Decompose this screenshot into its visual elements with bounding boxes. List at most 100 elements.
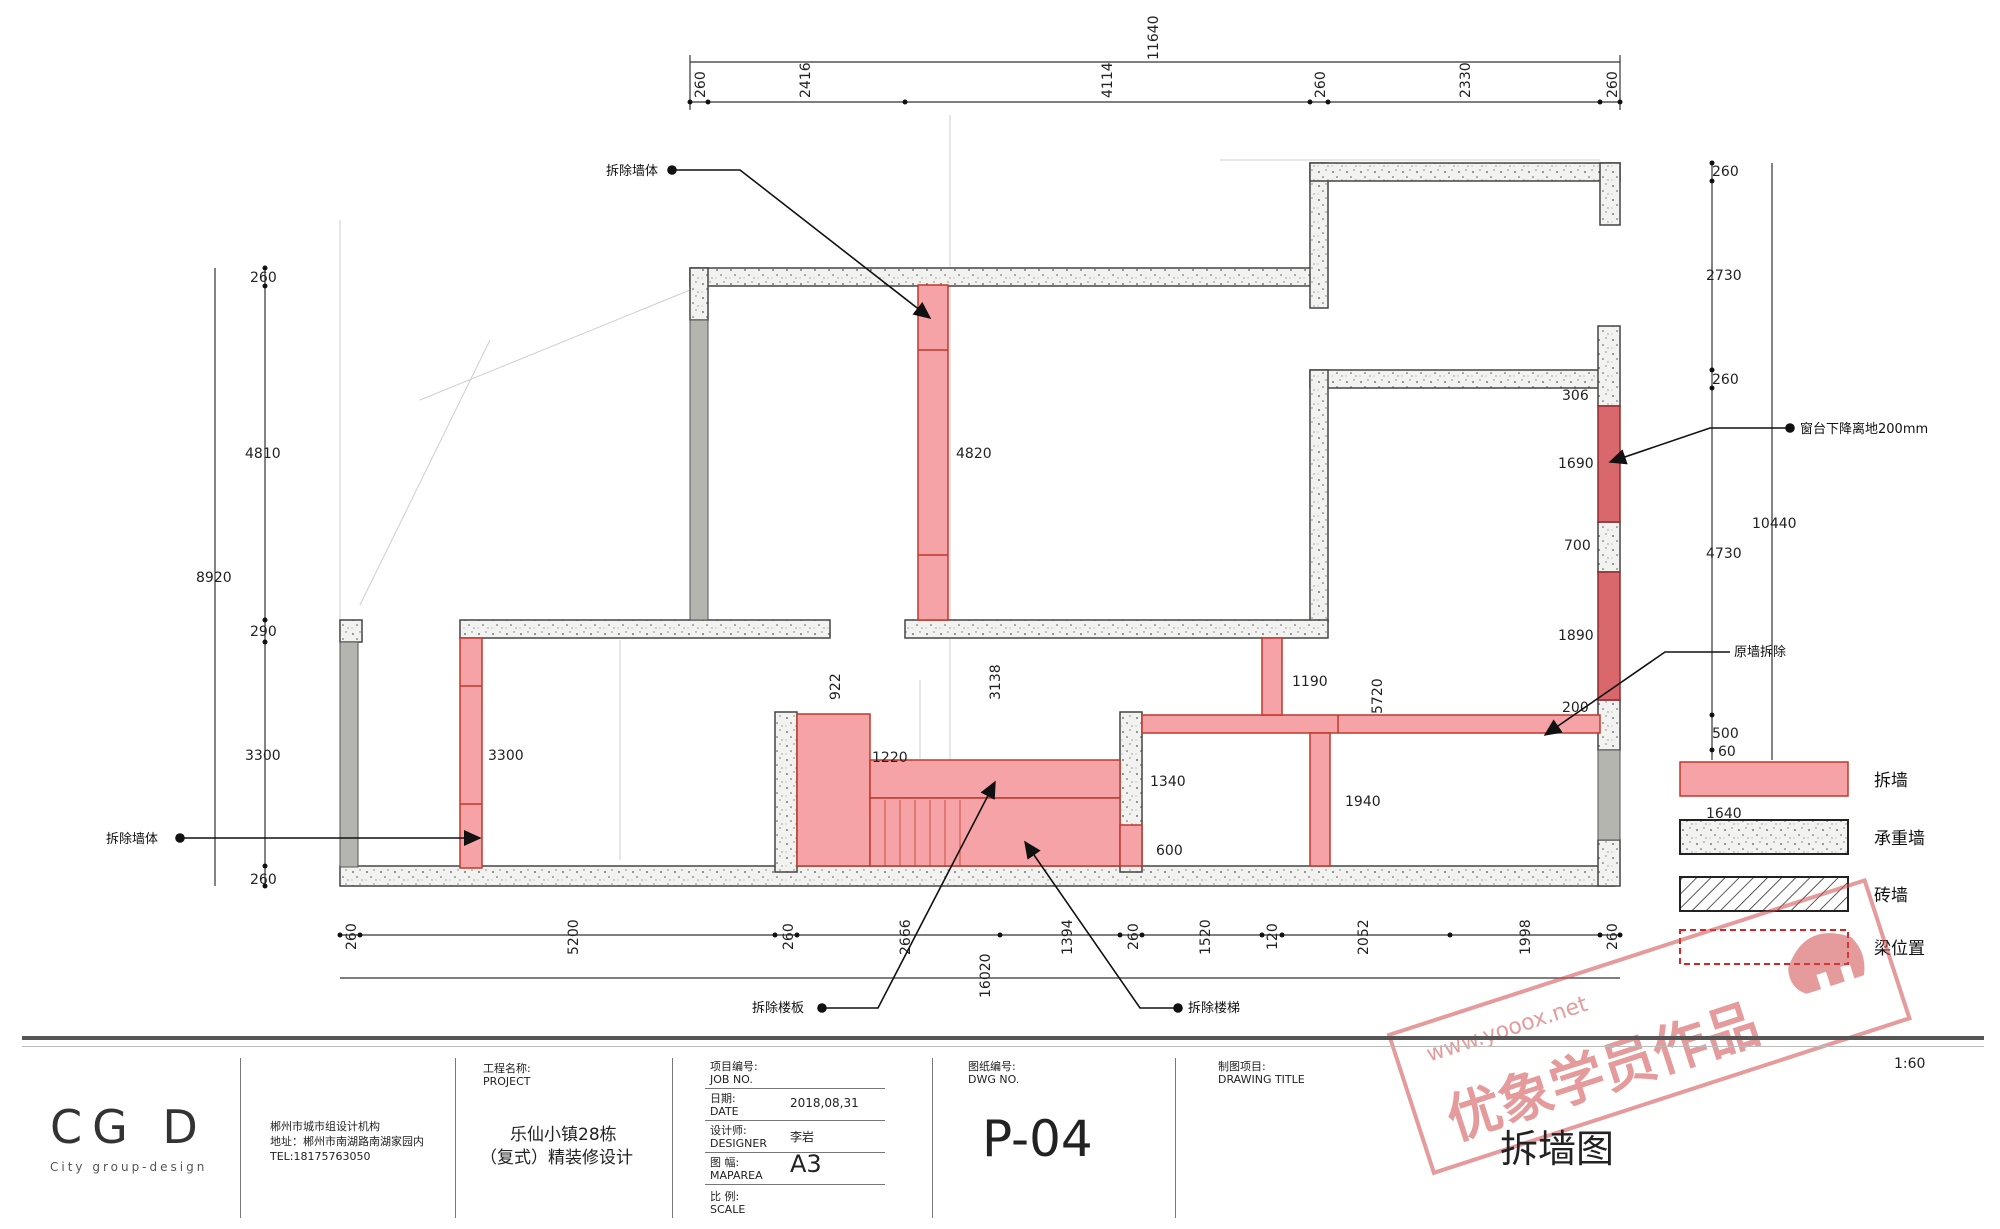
- demolish-stair-small: [1119, 824, 1143, 867]
- window-sill-lower: [1597, 571, 1621, 701]
- dim-right-2: 2730: [1706, 268, 1742, 284]
- gray-wall-left: [339, 641, 359, 868]
- legend-swatch-demolish: [1679, 761, 1849, 797]
- legend-swatch-load-bearing: [1679, 819, 1849, 855]
- dim-922: 922: [828, 673, 844, 700]
- dim-left-5: 260: [250, 872, 277, 888]
- title-block-top-border: [22, 1036, 1984, 1040]
- project-name-line2: （复式）精装修设计: [480, 1148, 633, 1168]
- watermark-stamp: www.yooox.net 优象学员作品: [1386, 877, 1912, 1176]
- wall-right-upper: [1597, 325, 1621, 407]
- label-demolish-stairs: 拆除楼梯: [1188, 1001, 1240, 1016]
- dim-right-5: 500: [1712, 726, 1739, 742]
- dim-bottom-8: 120: [1265, 923, 1281, 950]
- drawing-title-en: DRAWING TITLE: [1218, 1073, 1305, 1086]
- dim-right-3: 260: [1712, 372, 1739, 388]
- date-row-line: [705, 1120, 885, 1121]
- designer-en: DESIGNER: [710, 1137, 767, 1150]
- dim-bottom-11: 260: [1605, 923, 1621, 950]
- dim-right-4: 4730: [1706, 546, 1742, 562]
- wall-upper-top: [1309, 162, 1621, 182]
- inner-dimension-texts: 4820 3300 922 3138 1220 1340 600 1190 57…: [488, 388, 1742, 859]
- drawing-title-cn: 制图项目:: [1218, 1060, 1266, 1073]
- right-dimension-texts: 260 2730 260 10440 4730 500 60: [1706, 164, 1797, 760]
- demolish-stair-bottom: [869, 797, 1121, 867]
- designer-row-line: [705, 1152, 885, 1153]
- dim-left-2: 4810: [245, 446, 281, 462]
- dim-700: 700: [1564, 538, 1591, 554]
- maparea-en: MAPAREA: [710, 1169, 763, 1182]
- dim-5720: 5720: [1370, 678, 1386, 714]
- wall-top-left-post: [689, 267, 709, 321]
- logo: CG D: [50, 1100, 208, 1154]
- dim-top-2: 2416: [798, 62, 814, 98]
- job-row-line: [705, 1088, 885, 1089]
- dim-4820: 4820: [956, 446, 992, 462]
- date-cn: 日期:: [710, 1092, 736, 1105]
- label-window-sill: 窗台下降离地200mm: [1800, 421, 1928, 437]
- dim-306: 306: [1562, 388, 1589, 404]
- dim-top-overall: 11640: [1146, 15, 1162, 60]
- demolish-beam-vertical-bottom: [1309, 732, 1331, 867]
- label-demolish-slab: 拆除楼板: [752, 1001, 804, 1016]
- job-no-cn: 项目编号:: [710, 1060, 758, 1073]
- annotation-labels: 拆除墙体 拆除墙体 窗台下降离地200mm 原墙拆除 拆除楼板 拆除楼梯: [106, 164, 1928, 1016]
- dim-1190: 1190: [1292, 674, 1328, 690]
- label-demolish-wall-left: 拆除墙体: [106, 832, 158, 847]
- dim-top-1: 260: [693, 71, 709, 98]
- wall-right-mid: [1597, 521, 1621, 573]
- dim-3300: 3300: [488, 748, 524, 764]
- wall-left-mid: [459, 619, 831, 639]
- legend-label-load-bearing: 承重墙: [1874, 829, 1925, 849]
- window-sill-upper: [1597, 405, 1621, 523]
- wall-upper-vertical: [1309, 162, 1329, 309]
- dim-left-1: 260: [250, 270, 277, 286]
- designer-value: 李岩: [790, 1130, 815, 1144]
- dim-right-overall: 10440: [1752, 516, 1797, 532]
- gray-wall-right: [1597, 749, 1621, 841]
- dim-left-overall: 8920: [196, 570, 232, 586]
- company-address: 地址：郴州市南湖路南湖家园内: [270, 1135, 424, 1148]
- dim-left-3: 290: [250, 624, 277, 640]
- wall-left-post: [339, 619, 363, 643]
- dim-bottom-4: 2666: [898, 919, 914, 955]
- maparea-row-line: [705, 1184, 885, 1185]
- dim-600: 600: [1156, 843, 1183, 859]
- dim-200: 200: [1562, 700, 1589, 716]
- left-dimension-texts: 8920 260 4810 290 3300 260: [196, 270, 281, 888]
- job-no-en: JOB NO.: [710, 1073, 753, 1086]
- dim-bottom-5: 1394: [1060, 919, 1076, 955]
- wall-mid-vertical: [1309, 369, 1329, 623]
- company-tel: TEL:18175763050: [270, 1150, 371, 1163]
- dim-top-5: 2330: [1458, 62, 1474, 98]
- demolish-floor-slab: [796, 713, 871, 867]
- drawing-scale-value: 1:60: [1894, 1056, 1926, 1072]
- demolish-beam-vertical-top: [1261, 637, 1283, 716]
- dim-bottom-3: 260: [781, 923, 797, 950]
- divider-4: [932, 1058, 933, 1218]
- dim-bottom-overall: 16020: [978, 953, 994, 998]
- wall-top-left: [689, 267, 1321, 287]
- wall-stair-left: [774, 711, 798, 873]
- scale-en: SCALE: [710, 1203, 746, 1216]
- legend-label-beam: 梁位置: [1874, 939, 1925, 959]
- dim-bottom-6: 260: [1126, 923, 1142, 950]
- dwg-no-cn: 图纸编号:: [968, 1060, 1016, 1073]
- dim-1340: 1340: [1150, 774, 1186, 790]
- dim-right-6: 60: [1718, 744, 1736, 760]
- elephant-icon: [1788, 933, 1865, 994]
- wall-mid-horizontal: [1309, 369, 1601, 389]
- wall-right-lower: [1597, 699, 1621, 751]
- dim-1690: 1690: [1558, 456, 1594, 472]
- dim-left-4: 3300: [245, 748, 281, 764]
- dim-1220: 1220: [872, 750, 908, 766]
- dim-1890: 1890: [1558, 628, 1594, 644]
- wall-right-bottom: [1597, 839, 1621, 887]
- scale-cn: 比 例:: [710, 1190, 740, 1203]
- legend: 拆墙 承重墙 砖墙 梁位置: [1679, 761, 1925, 965]
- drawing-title-value: 拆墙图: [1500, 1127, 1615, 1171]
- dim-right-1: 260: [1712, 164, 1739, 180]
- divider-3: [672, 1058, 673, 1218]
- label-demolish-wall-top: 拆除墙体: [606, 164, 658, 179]
